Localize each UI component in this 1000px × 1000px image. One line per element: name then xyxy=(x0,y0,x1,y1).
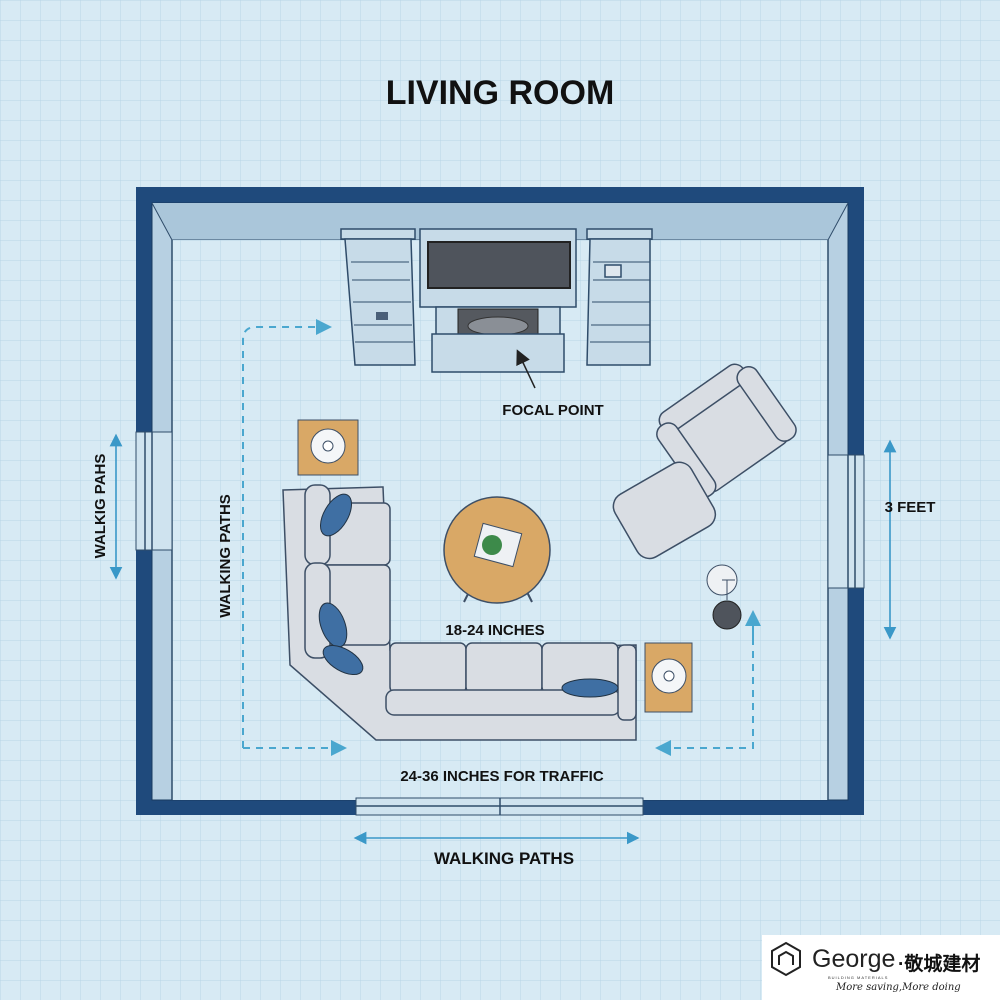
armchair xyxy=(656,363,797,499)
bookshelf-left xyxy=(340,228,416,366)
page-title: LIVING ROOM xyxy=(386,74,615,112)
fireplace xyxy=(431,306,565,373)
doorway-bottom xyxy=(355,797,644,816)
end-table-top xyxy=(297,419,359,476)
bookshelf-right xyxy=(586,228,653,366)
left-walking-path-label: WALKING PATHS xyxy=(217,494,234,618)
end-table-right xyxy=(644,642,693,713)
floor-lamp xyxy=(706,564,742,630)
three-feet-label: 3 FEET xyxy=(885,499,936,516)
brand-logo: George ·敬城建材 BUILDING MATERIALS More sav… xyxy=(762,935,1000,1000)
bottom-walking-path-label: WALKING PATHS xyxy=(434,849,574,868)
plant-icon xyxy=(482,535,502,555)
walking-path-left xyxy=(242,319,332,748)
logo-brand: George xyxy=(812,945,896,973)
logo-chinese: ·敬城建材 xyxy=(898,954,981,975)
focal-point-label: FOCAL POINT xyxy=(502,402,603,419)
focal-point-arrow xyxy=(516,349,536,389)
doorway-right xyxy=(827,454,865,589)
tv-unit xyxy=(419,228,577,308)
hexagon-house-icon xyxy=(771,941,801,977)
walking-path-right xyxy=(655,612,754,756)
ottoman xyxy=(612,461,717,560)
window-walking-path-label: WALKIG PAHS xyxy=(92,454,109,559)
logo-slogan: More saving,More doing xyxy=(836,982,961,993)
tv xyxy=(427,241,571,289)
coffee-clearance-label: 18-24 INCHES xyxy=(445,622,544,639)
logo-subtitle: BUILDING MATERIALS xyxy=(828,975,889,980)
traffic-label: 24-36 INCHES FOR TRAFFIC xyxy=(400,768,604,785)
sectional-sofa xyxy=(282,484,637,741)
coffee-table xyxy=(443,496,551,604)
window-left xyxy=(135,431,173,551)
